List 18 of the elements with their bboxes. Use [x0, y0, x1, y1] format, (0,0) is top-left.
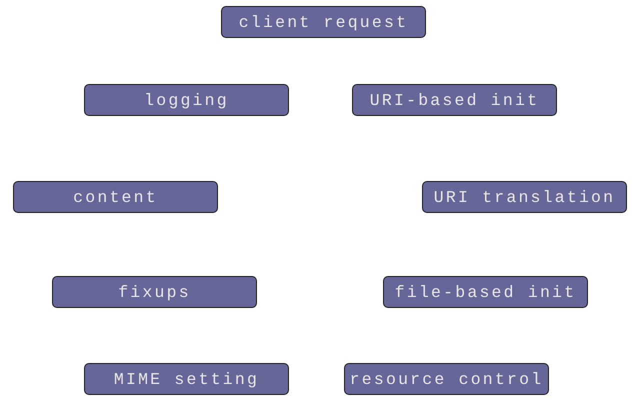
node-label: resource control	[350, 370, 544, 388]
node-label: logging	[144, 90, 229, 110]
process-box	[221, 6, 426, 38]
node-label: file-based init	[394, 282, 576, 302]
node-label: content	[73, 188, 158, 206]
process-box	[52, 276, 257, 308]
process-box	[13, 181, 218, 213]
node-label: fixups	[118, 282, 191, 302]
process-box	[383, 276, 588, 308]
process-box	[352, 84, 557, 116]
node-label: URI-based init	[370, 90, 540, 110]
process-box	[422, 181, 627, 213]
process-box	[344, 363, 549, 395]
process-box	[84, 363, 289, 395]
node-label: client request	[238, 12, 408, 32]
node-label: MIME setting	[114, 370, 260, 388]
node-label: URI translation	[434, 188, 616, 206]
process-box	[84, 84, 289, 116]
